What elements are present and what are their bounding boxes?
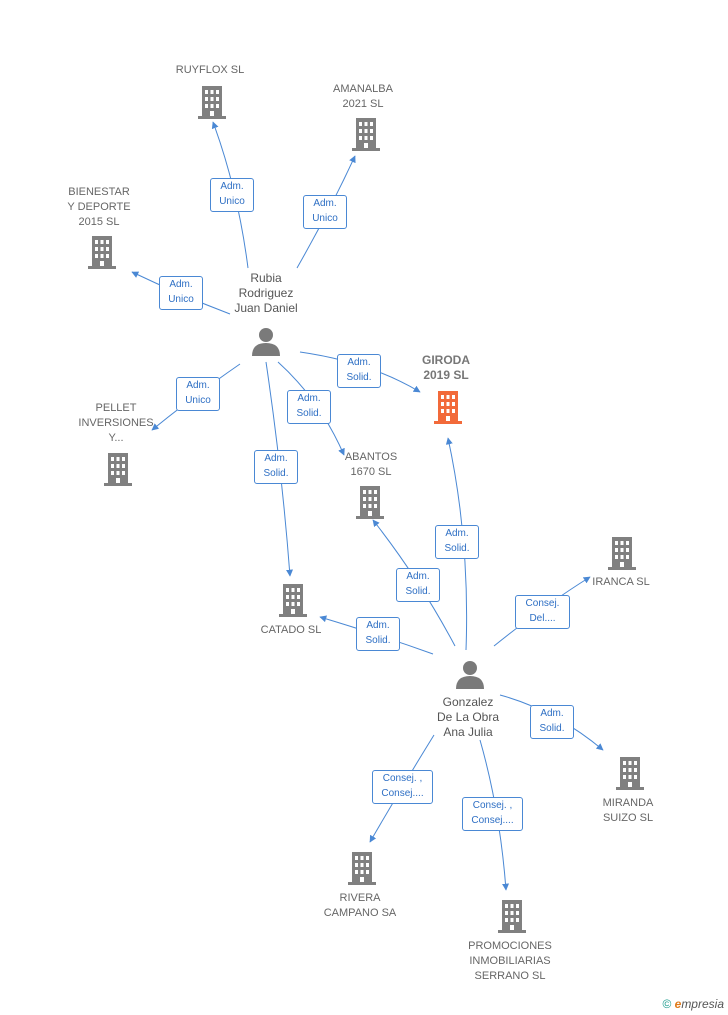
building-icon[interactable] (86, 234, 118, 270)
company-label-pellet[interactable]: PELLET INVERSIONES Y... (78, 402, 154, 444)
company-label-amanalba[interactable]: AMANALBA 2021 SL (333, 83, 393, 110)
building-icon[interactable] (614, 755, 646, 791)
relation-label[interactable]: Consej. , Consej.... (372, 770, 433, 804)
relation-label[interactable]: Adm. Solid. (396, 568, 440, 602)
relation-label[interactable]: Adm. Solid. (287, 390, 331, 424)
person-label-gonzalez[interactable]: Gonzalez De La Obra Ana Julia (436, 695, 500, 739)
building-icon[interactable] (354, 484, 386, 520)
person-label-rubia[interactable]: Rubia Rodriguez Juan Daniel (234, 271, 298, 315)
building-icon[interactable] (102, 451, 134, 487)
company-label-ruyflox[interactable]: RUYFLOX SL (175, 64, 245, 76)
company-label-abantos[interactable]: ABANTOS 1670 SL (344, 451, 398, 478)
company-label-iranca[interactable]: IRANCA SL (592, 576, 650, 588)
building-icon[interactable] (277, 582, 309, 618)
building-icon[interactable] (346, 850, 378, 886)
building-icon[interactable] (606, 535, 638, 571)
footer-watermark: © empresia (662, 997, 724, 1011)
relation-label[interactable]: Consej. Del.... (515, 595, 570, 629)
relation-label[interactable]: Adm. Unico (303, 195, 347, 229)
company-label-bienestar[interactable]: BIENESTAR Y DEPORTE 2015 SL (67, 186, 131, 228)
relation-label[interactable]: Adm. Unico (176, 377, 220, 411)
relation-label[interactable]: Adm. Solid. (435, 525, 479, 559)
relation-label[interactable]: Adm. Solid. (337, 354, 381, 388)
brand-logo: empresia (674, 997, 724, 1011)
relation-label[interactable]: Adm. Solid. (356, 617, 400, 651)
building-icon[interactable] (496, 898, 528, 934)
relation-label[interactable]: Adm. Solid. (254, 450, 298, 484)
relation-label[interactable]: Adm. Solid. (530, 705, 574, 739)
company-label-miranda[interactable]: MIRANDA SUIZO SL (602, 797, 654, 824)
person-icon[interactable] (455, 659, 485, 689)
person-icon[interactable] (251, 326, 281, 356)
relation-label[interactable]: Adm. Unico (210, 178, 254, 212)
building-icon-focus[interactable] (432, 389, 464, 425)
company-label-catado[interactable]: CATADO SL (260, 624, 322, 636)
relation-label[interactable]: Consej. , Consej.... (462, 797, 523, 831)
company-label-rivera[interactable]: RIVERA CAMPANO SA (323, 892, 397, 919)
company-label-promociones[interactable]: PROMOCIONES INMOBILIARIAS SERRANO SL (468, 940, 552, 982)
copyright-icon: © (662, 997, 672, 1011)
building-icon[interactable] (350, 116, 382, 152)
building-icon[interactable] (196, 84, 228, 120)
relation-label[interactable]: Adm. Unico (159, 276, 203, 310)
company-label-giroda[interactable]: GIRODA 2019 SL (422, 353, 470, 382)
